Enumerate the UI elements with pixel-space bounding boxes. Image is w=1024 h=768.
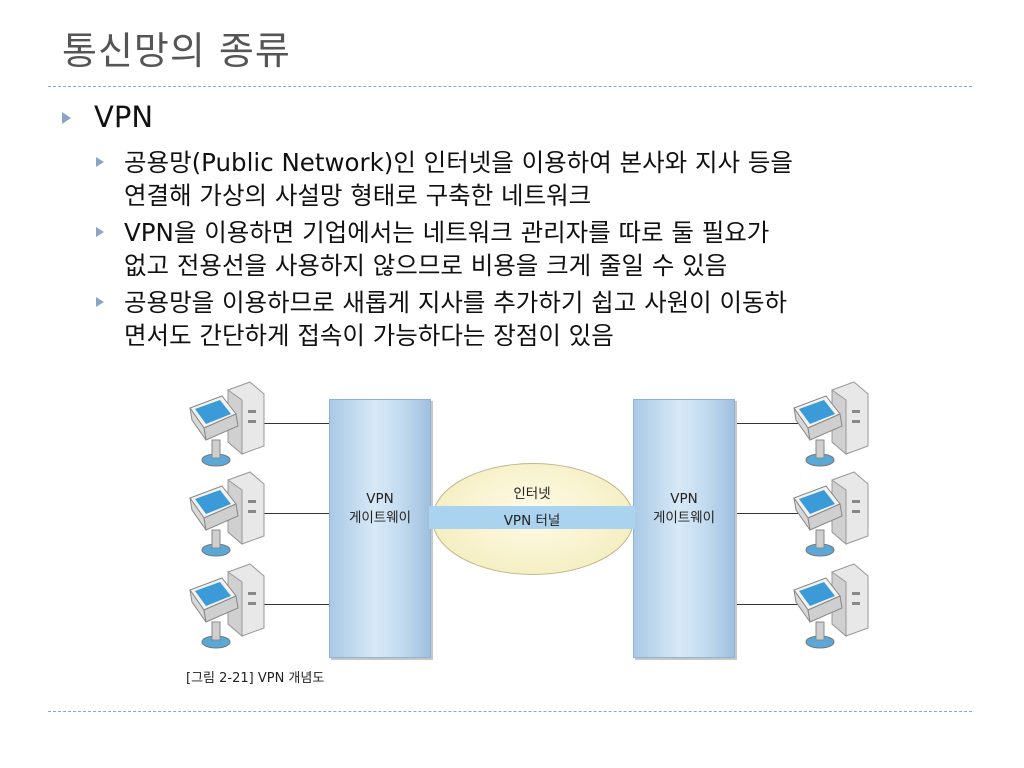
left-gateway-label: VPN 게이트웨이 [330, 490, 430, 528]
sub-bullet-marker-icon [96, 227, 104, 237]
vpn-tunnel-label: VPN 터널 [503, 513, 561, 529]
vpn-tunnel [429, 506, 635, 529]
left-gateway-line-2: 게이트웨이 [348, 510, 412, 526]
sub-bullet-3-line-2: 면서도 간단하게 접속이 가능하다는 장점이 있음 [124, 321, 614, 350]
main-bullet-text: VPN [94, 100, 154, 134]
desktop-computer-icon [790, 562, 872, 654]
desktop-computer-icon [186, 380, 268, 472]
sub-bullet-marker-icon [96, 157, 104, 167]
sub-bullet-2-line-1: VPN을 이용하면 기업에서는 네트워크 관리자를 따로 둘 필요가 [124, 218, 770, 247]
right-gateway-label: VPN 게이트웨이 [634, 490, 734, 528]
main-bullet: VPN [62, 100, 153, 134]
wire-left-2 [262, 513, 330, 514]
left-vpn-gateway: VPN 게이트웨이 [329, 399, 431, 658]
sub-bullet-1-line-1: 공용망(Public Network)인 인터넷을 이용하여 본사와 지사 등을 [124, 148, 793, 177]
sub-bullet-marker-icon [96, 297, 104, 307]
wire-left-1 [262, 423, 330, 424]
sub-bullet-3: 공용망을 이용하므로 새롭게 지사를 추가하기 쉽고 사원이 이동하 면서도 간… [96, 286, 976, 352]
wire-left-3 [262, 604, 330, 605]
wire-right-2 [734, 513, 798, 514]
sub-bullet-1-line-2: 연결해 가상의 사설망 형태로 구축한 네트워크 [124, 181, 592, 210]
bullet-marker-icon [62, 112, 71, 124]
sub-bullet-2-line-2: 없고 전용선을 사용하지 않으므로 비용을 크게 줄일 수 있음 [124, 251, 728, 280]
figure-caption: [그림 2-21] VPN 개념도 [186, 671, 325, 686]
internet-label: 인터넷 [513, 486, 551, 502]
desktop-computer-icon [186, 470, 268, 562]
sub-bullet-2: VPN을 이용하면 기업에서는 네트워크 관리자를 따로 둘 필요가 없고 전용… [96, 216, 976, 282]
sub-bullet-1: 공용망(Public Network)인 인터넷을 이용하여 본사와 지사 등을… [96, 146, 976, 212]
desktop-computer-icon [186, 562, 268, 654]
right-gateway-line-2: 게이트웨이 [652, 510, 716, 526]
wire-right-3 [734, 604, 798, 605]
bottom-divider [48, 711, 972, 712]
right-vpn-gateway: VPN 게이트웨이 [633, 399, 735, 658]
desktop-computer-icon [790, 380, 872, 472]
right-gateway-line-1: VPN [670, 491, 698, 507]
left-gateway-line-1: VPN [366, 491, 394, 507]
top-divider [48, 86, 972, 87]
sub-bullet-3-line-1: 공용망을 이용하므로 새롭게 지사를 추가하기 쉽고 사원이 이동하 [124, 288, 788, 317]
slide-title: 통신망의 종류 [62, 29, 291, 73]
desktop-computer-icon [790, 470, 872, 562]
sub-bullet-list: 공용망(Public Network)인 인터넷을 이용하여 본사와 지사 등을… [96, 146, 976, 356]
wire-right-1 [734, 423, 798, 424]
